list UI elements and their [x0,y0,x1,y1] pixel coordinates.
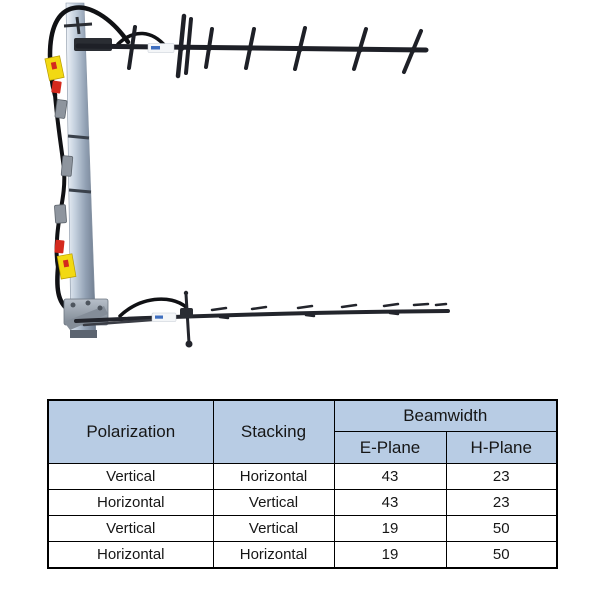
pole-top-bolt [75,16,81,35]
col-header-h-plane: H-Plane [445,431,558,464]
coax-cable-mid [53,93,67,270]
bracket-plate [64,306,108,330]
red-connector-boot [51,80,62,94]
col-header-beamwidth: Beamwidth [333,399,558,432]
element-clamps [129,44,416,53]
connector-icon [54,99,68,119]
boom-clamp-plate [82,318,154,327]
warning-tag-top [44,55,65,81]
col-header-e-plane: E-Plane [333,431,447,464]
col-header-stacking: Stacking [212,399,335,464]
yagi-driven-element [184,17,193,75]
bottom-yagi-antenna [63,290,450,348]
connector-icon [54,204,67,224]
element-tip [183,290,189,296]
pole-clamp-band [68,188,92,194]
top-yagi-antenna [74,13,429,79]
cell-stacking: Horizontal [212,541,335,569]
warning-tag-bottom [56,253,77,280]
coax-cable-top-loop [47,5,131,98]
element-clamp [180,308,193,318]
bottom-driven-element [184,292,191,345]
bracket-bolts [70,300,103,311]
cell-e-plane: 43 [333,489,447,516]
table-row: Vertical Horizontal 43 23 [47,463,558,490]
cell-stacking: Vertical [212,489,335,516]
cell-e-plane: 19 [333,515,447,542]
antenna-photo [44,2,450,348]
spec-table: Polarization Stacking Beamwidth E-Plane … [47,399,559,569]
coax-jumper-bottom [118,297,188,318]
connector-icon [60,155,74,177]
cell-h-plane: 23 [445,463,558,490]
cell-stacking: Horizontal [212,463,335,490]
element-bolt [185,340,193,348]
table-row: Horizontal Horizontal 19 50 [47,541,558,569]
cable-connectors [51,80,74,254]
cell-polarization: Vertical [47,463,214,490]
cell-h-plane: 50 [445,515,558,542]
antenna-label-top [147,43,175,53]
table-row: Vertical Vertical 19 50 [47,515,558,542]
mast-pole [63,2,97,338]
bottom-boom [74,309,450,323]
coax-jumper-top [116,31,168,49]
cell-e-plane: 43 [333,463,447,490]
cell-polarization: Horizontal [47,489,214,516]
cell-polarization: Vertical [47,515,214,542]
cell-h-plane: 23 [445,489,558,516]
antenna-label-bottom [151,312,177,322]
cell-e-plane: 19 [333,541,447,569]
red-connector-boot [54,239,65,254]
table-row: Horizontal Vertical 43 23 [47,489,558,516]
pole-clamp-band [67,134,90,140]
warning-tags [44,55,77,280]
cell-stacking: Vertical [212,515,335,542]
cell-polarization: Horizontal [47,541,214,569]
col-header-polarization: Polarization [47,399,214,464]
pole-bottom-end [70,330,97,338]
cell-h-plane: 50 [445,541,558,569]
end-on-elements [210,302,448,320]
